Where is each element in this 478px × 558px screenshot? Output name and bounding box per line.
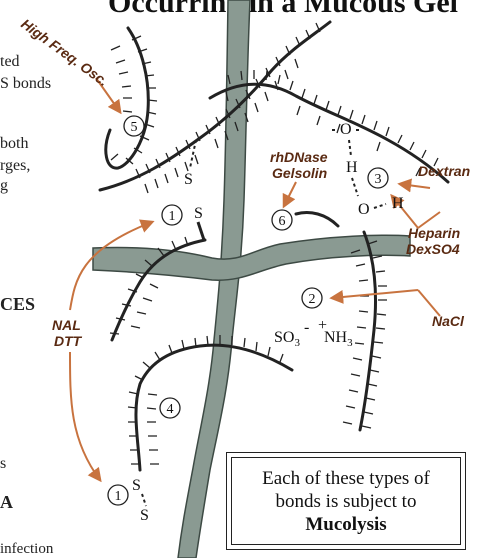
page-title: Occurring in a Mucous Gel <box>108 0 458 19</box>
marker-3: 3 <box>368 168 388 188</box>
hydrogen-bond: O H O H <box>332 121 404 218</box>
hatch-upper-hook <box>111 36 157 164</box>
sulfur-lower-2: S <box>140 507 149 524</box>
fragment-both: both <box>0 135 28 152</box>
hydrogen-right: H <box>392 195 404 212</box>
label-gelsolin: Gelsolin <box>272 165 327 181</box>
ionic-bond: SO3 - + NH3 <box>274 317 353 349</box>
mucolysis-note-inner: Each of these types of bonds is subject … <box>231 457 461 545</box>
marker-6-label: 6 <box>279 214 286 229</box>
fragment-ces: CES <box>0 294 35 314</box>
label-dexso4: DexSO4 <box>406 241 460 257</box>
fragment-ted: ted <box>0 53 20 70</box>
disulfide-bond-lower: S S <box>132 477 149 524</box>
marker-6: 6 <box>272 210 292 230</box>
arrow-dextran <box>400 184 430 188</box>
label-rhdnase: rhDNase <box>270 149 328 165</box>
strand-right-vertical <box>360 232 376 430</box>
left-text-fragments: ted S bonds both rges, g CES s A infecti… <box>0 53 54 557</box>
marker-2-label: 2 <box>309 292 316 307</box>
sulfur-lower-1: S <box>132 477 141 494</box>
ammonium-label: NH3 <box>324 329 353 349</box>
marker-1-upper: 1 <box>162 205 182 225</box>
marker-5: 5 <box>124 116 144 136</box>
disulfide-bond-upper: S S <box>184 140 204 240</box>
horizontal-gel-band <box>93 235 410 280</box>
fragment-a: A <box>0 492 13 512</box>
label-dtt: DTT <box>54 333 83 349</box>
fragment-s-bonds: S bonds <box>0 75 51 92</box>
fragment-g: g <box>0 177 8 194</box>
arrow-nal-down <box>70 352 100 480</box>
note-line-3: Mucolysis <box>305 513 386 536</box>
marker-4: 4 <box>160 398 180 418</box>
note-line-1: Each of these types of <box>262 467 430 490</box>
marker-1-upper-label: 1 <box>169 209 176 224</box>
arrow-rhdnase <box>284 182 296 206</box>
mucolysis-note-box: Each of these types of bonds is subject … <box>226 452 466 550</box>
sulfonate-label: SO3 <box>274 329 300 349</box>
fragment-rges: rges, <box>0 157 30 174</box>
so3-text: SO <box>274 329 294 346</box>
label-dextran: Dextran <box>418 163 470 179</box>
oxygen-bottom: O <box>358 201 370 218</box>
nh3-text: NH <box>324 329 348 346</box>
oxygen-top: O <box>340 121 352 138</box>
so3-subscript: 3 <box>294 337 300 349</box>
fragment-infection: infection <box>0 541 54 557</box>
fragment-s: s <box>0 455 6 472</box>
strand-dnase-short <box>296 213 338 227</box>
marker-5-label: 5 <box>131 120 138 135</box>
marker-2: 2 <box>302 288 322 308</box>
note-line-2: bonds is subject to <box>276 490 417 513</box>
label-nacl: NaCl <box>432 313 465 329</box>
hydrogen-mid: H <box>346 159 358 176</box>
nh3-subscript: 3 <box>347 337 353 349</box>
marker-1-lower-label: 1 <box>115 489 122 504</box>
sulfur-upper-1: S <box>184 171 193 188</box>
label-heparin: Heparin <box>408 225 460 241</box>
marker-3-label: 3 <box>375 172 382 187</box>
sulfur-upper-2: S <box>194 205 203 222</box>
minus-charge: - <box>304 319 309 336</box>
marker-4-label: 4 <box>167 402 174 417</box>
label-nal: NAL <box>52 317 81 333</box>
marker-1-lower: 1 <box>108 485 128 505</box>
